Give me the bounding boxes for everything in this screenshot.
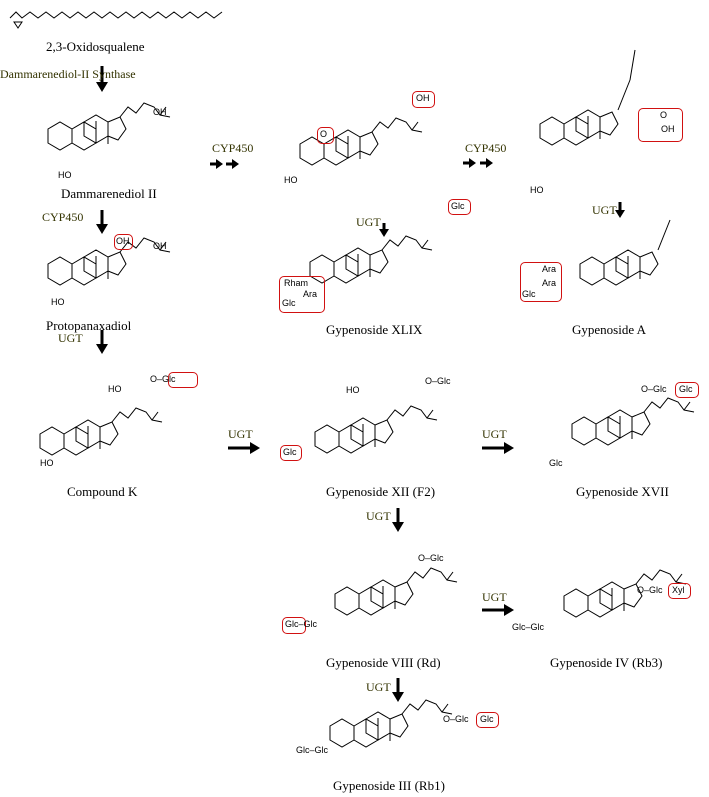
o-label-gyp-a-top: O [660, 110, 668, 120]
highlight-glc-xvii [675, 382, 699, 398]
label-compound-k: Compound K [67, 484, 138, 499]
enzyme-cyp450-1: CYP450 [42, 210, 84, 224]
xyl-label-iv: Xyl [672, 585, 685, 595]
gyp-xii-structure [314, 405, 438, 454]
glc-label-xlix: Glc [451, 201, 465, 211]
ho-label-gyp-a-top: HO [530, 185, 544, 195]
highlight-glc-xii [280, 445, 302, 461]
glc-label-iii: Glc [480, 714, 494, 724]
oh-label-ppd-side: OH [153, 241, 167, 251]
label-oxidosqualene: 2,3-Oxidosqualene [46, 39, 145, 54]
ara-label-1: Ara [542, 264, 557, 274]
label-dammarenediol: Dammarenediol II [61, 186, 157, 201]
glc-label-xvii: Glc [549, 458, 563, 468]
o-glc-label-iv: O–Glc [637, 585, 663, 595]
gyp-viii-structure [334, 567, 458, 616]
oh-label-gyp-a-top: OH [661, 124, 675, 134]
enzyme-dds: Dammarenediol-II Synthase [0, 67, 136, 81]
highlight-rham-ara-glc [279, 276, 325, 313]
compound-k-structure [39, 407, 163, 456]
glc-label-xii: Glc [283, 447, 297, 457]
oh-label-ck: HO [108, 384, 122, 394]
o-glc-label-viii: O–Glc [418, 553, 444, 563]
enzyme-ugt-ppd: UGT [58, 331, 83, 345]
highlight-o-xlix [317, 127, 334, 144]
oh-label-ppd: OH [116, 236, 130, 246]
rham-label: Rham [284, 278, 309, 288]
glc-label-gyp-a: Glc [522, 289, 536, 299]
label-gyp-xvii: Gypenoside XVII [576, 484, 669, 499]
highlight-xyl-iv [668, 583, 691, 599]
enzyme-ugt-ck: UGT [228, 427, 253, 441]
glc-glc-label-iii: Glc–Glc [296, 745, 329, 755]
reaction-arrows [96, 66, 625, 702]
ho-label-ck: HO [40, 458, 54, 468]
ho-label-dammarenediol: HO [58, 170, 72, 180]
highlight-oh-ppd [114, 234, 133, 250]
o-label-xlix: O [320, 129, 328, 139]
highlight-lactol-gyp-a [638, 108, 683, 142]
highlight-oh-xlix [412, 91, 435, 108]
label-gyp-iv: Gypenoside IV (Rb3) [550, 655, 663, 670]
label-gyp-xlix: Gypenoside XLIX [326, 322, 423, 337]
protopanaxadiol-structure [47, 237, 171, 286]
enzyme-ugt-viii-right: UGT [482, 590, 507, 604]
enzyme-ugt-xlix: UGT [356, 215, 381, 229]
glc-label-xlix-sugar: Glc [282, 298, 296, 308]
enzyme-ugt-viii-down: UGT [366, 680, 391, 694]
label-protopanaxadiol: Protopanaxadiol [46, 318, 132, 333]
ara-label-2: Ara [542, 278, 557, 288]
gyp-xlix-glycoside-structure [309, 235, 433, 284]
highlight-ara-ara-glc [520, 262, 562, 302]
ho-label-xii: HO [346, 385, 360, 395]
highlight-glc-ck [168, 372, 198, 388]
label-gyp-iii: Gypenoside III (Rb1) [333, 778, 445, 793]
ho-label-xlix: HO [284, 175, 298, 185]
label-gyp-a: Gypenoside A [572, 322, 647, 337]
highlight-glc-xlix [448, 199, 471, 215]
gyp-a-structure [579, 219, 671, 286]
label-gyp-xii: Gypenoside XII (F2) [326, 484, 436, 499]
enzyme-ugt-xii-right: UGT [482, 427, 507, 441]
o-glc-label-xii: O–Glc [425, 376, 451, 386]
glc-glc-label-iv: Glc–Glc [512, 622, 545, 632]
dammarenediol-structure [47, 102, 171, 151]
o-glc-label-ck: O–Glc [150, 374, 176, 384]
gyp-iii-structure [329, 699, 453, 748]
enzyme-cyp450-2: CYP450 [212, 141, 254, 155]
o-glc-label-xvii: O–Glc [641, 384, 667, 394]
glc-label-xvii-end: Glc [679, 384, 693, 394]
ho-label-ppd: HO [51, 297, 65, 307]
highlight-glc-iii [476, 712, 499, 728]
gyp-xvii-structure [571, 397, 695, 446]
glc-glc-label-viii: Glc–Glc [285, 619, 318, 629]
label-gyp-viii: Gypenoside VIII (Rd) [326, 655, 441, 670]
o-glc-label-iii: O–Glc [443, 714, 469, 724]
enzyme-ugt-a: UGT [592, 203, 617, 217]
ara-label-xlix: Ara [303, 289, 318, 299]
oxidosqualene-structure [9, 11, 223, 29]
oh-label-xlix: OH [416, 93, 430, 103]
highlight-glc-viii [282, 617, 306, 634]
gyp-a-precursor-structure [539, 49, 636, 146]
oh-label-dammarenediol: OH [153, 107, 167, 117]
enzyme-cyp450-3: CYP450 [465, 141, 507, 155]
enzyme-ugt-xii-down: UGT [366, 509, 391, 523]
